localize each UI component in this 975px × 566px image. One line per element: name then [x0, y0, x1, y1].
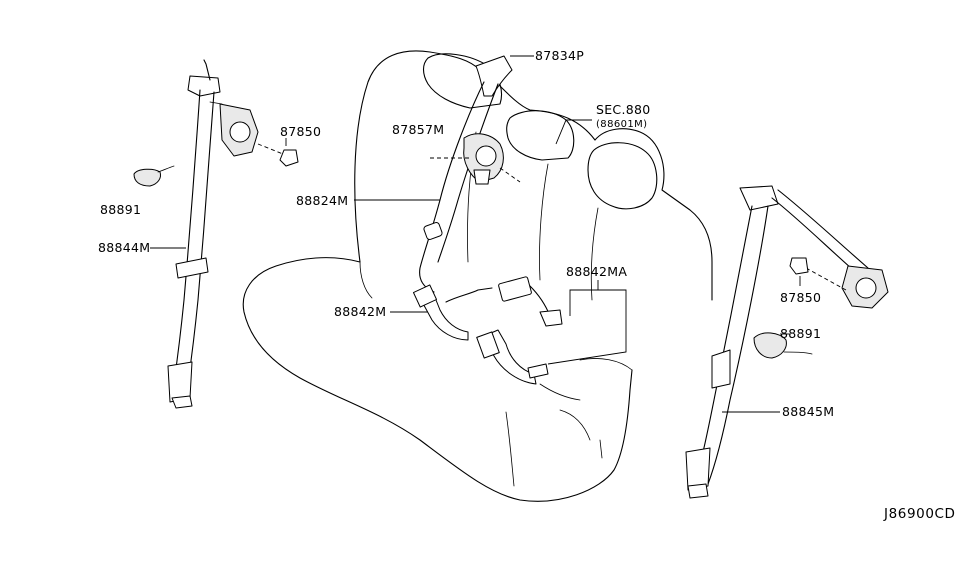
- label-88842M: 88842M: [334, 304, 386, 319]
- left-seat-belt-assembly: [133, 59, 299, 409]
- label-87850-left: 87850: [280, 124, 321, 139]
- label-87857M: 87857M: [392, 122, 444, 137]
- label-88842MA: 88842MA: [566, 264, 627, 279]
- label-87850-right: 87850: [780, 290, 821, 305]
- label-88824M: 88824M: [296, 193, 348, 208]
- right-seat-belt-assembly: [685, 185, 889, 499]
- label-87834P: 87834P: [535, 48, 584, 63]
- rear-seat-illustration: [242, 50, 713, 502]
- leader-lines: [150, 55, 801, 413]
- label-sec-880: SEC.880: [596, 102, 651, 117]
- label-88845M: 88845M: [782, 404, 834, 419]
- label-sec-880-sub: (88601M): [596, 119, 647, 130]
- diagram-code: J86900CD: [883, 506, 956, 522]
- label-88891-right: 88891: [780, 326, 821, 341]
- part-labels: 87834P SEC.880 (88601M) 87857M 87850 888…: [98, 48, 956, 522]
- label-88844M: 88844M: [98, 240, 150, 255]
- label-88891-left: 88891: [100, 202, 141, 217]
